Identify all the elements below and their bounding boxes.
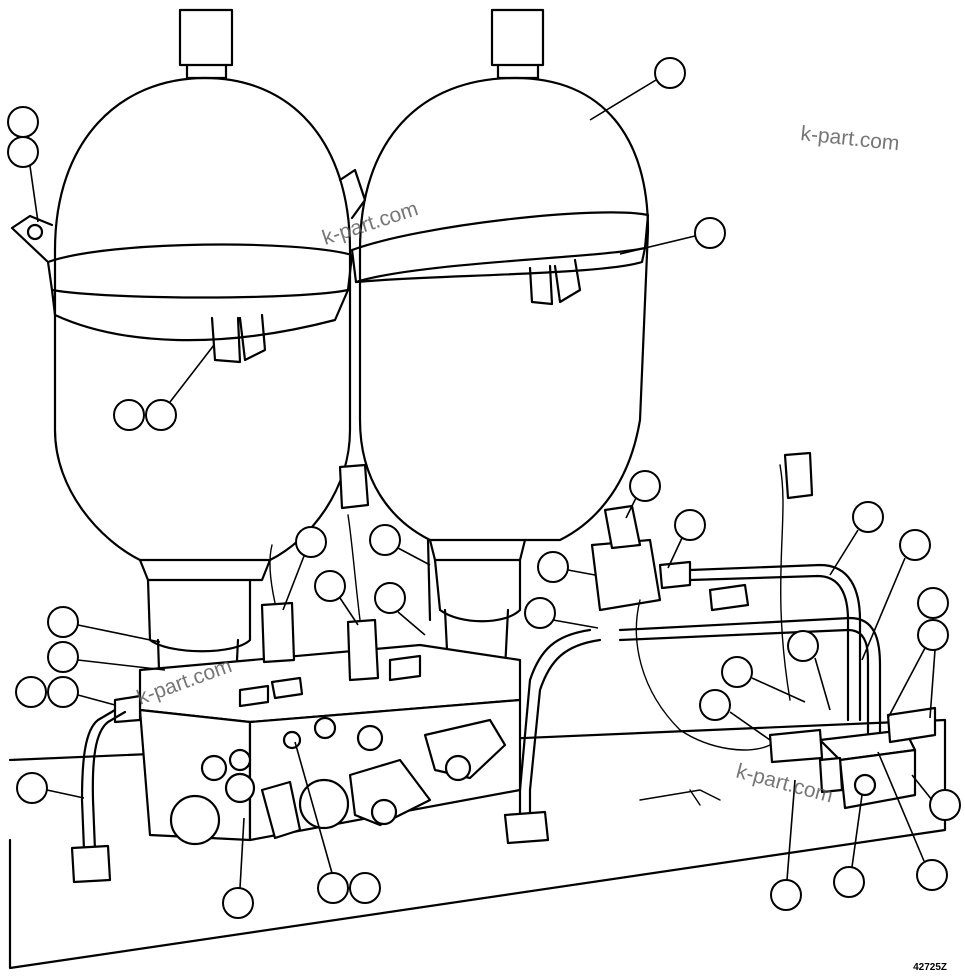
callout-18 bbox=[917, 619, 949, 651]
small-manifold bbox=[639, 451, 937, 810]
callout-12 bbox=[674, 509, 706, 541]
pressure-switches bbox=[260, 463, 380, 682]
callout-24 bbox=[787, 630, 819, 662]
callout-22 bbox=[47, 676, 79, 708]
callout-31 bbox=[833, 866, 865, 898]
callout-33 bbox=[916, 859, 948, 891]
callout-04 bbox=[694, 217, 726, 249]
callout-13 bbox=[537, 551, 569, 583]
callout-16 bbox=[899, 529, 931, 561]
callout-20 bbox=[47, 641, 79, 673]
callout-01 bbox=[7, 106, 39, 138]
callout-11 bbox=[629, 470, 661, 502]
callout-06 bbox=[145, 399, 177, 431]
callout-08 bbox=[369, 524, 401, 556]
callout-17 bbox=[917, 587, 949, 619]
drawing-code-label: 42725Z bbox=[913, 962, 947, 973]
callout-21 bbox=[15, 676, 47, 708]
callout-26 bbox=[16, 772, 48, 804]
right-strap bbox=[338, 168, 650, 306]
left-accumulator bbox=[53, 8, 352, 702]
callout-25 bbox=[699, 689, 731, 721]
callout-19 bbox=[47, 606, 79, 638]
callouts bbox=[7, 57, 961, 919]
callout-03 bbox=[654, 57, 686, 89]
watermark: k-part.com bbox=[319, 197, 420, 250]
left-strap bbox=[10, 214, 354, 364]
callout-28 bbox=[317, 872, 349, 904]
callout-29 bbox=[349, 872, 381, 904]
callout-30 bbox=[770, 879, 802, 911]
callout-32 bbox=[929, 789, 961, 821]
valve-manifold-block bbox=[113, 643, 522, 846]
solenoid-valve bbox=[590, 504, 771, 751]
callout-23 bbox=[721, 656, 753, 688]
watermark: k-part.com bbox=[799, 122, 900, 155]
callout-09 bbox=[314, 570, 346, 602]
callout-07 bbox=[295, 526, 327, 558]
callout-15 bbox=[852, 501, 884, 533]
callout-27 bbox=[222, 887, 254, 919]
callout-14 bbox=[524, 597, 556, 629]
callout-02 bbox=[7, 136, 39, 168]
callout-10 bbox=[374, 582, 406, 614]
callout-05 bbox=[113, 399, 145, 431]
